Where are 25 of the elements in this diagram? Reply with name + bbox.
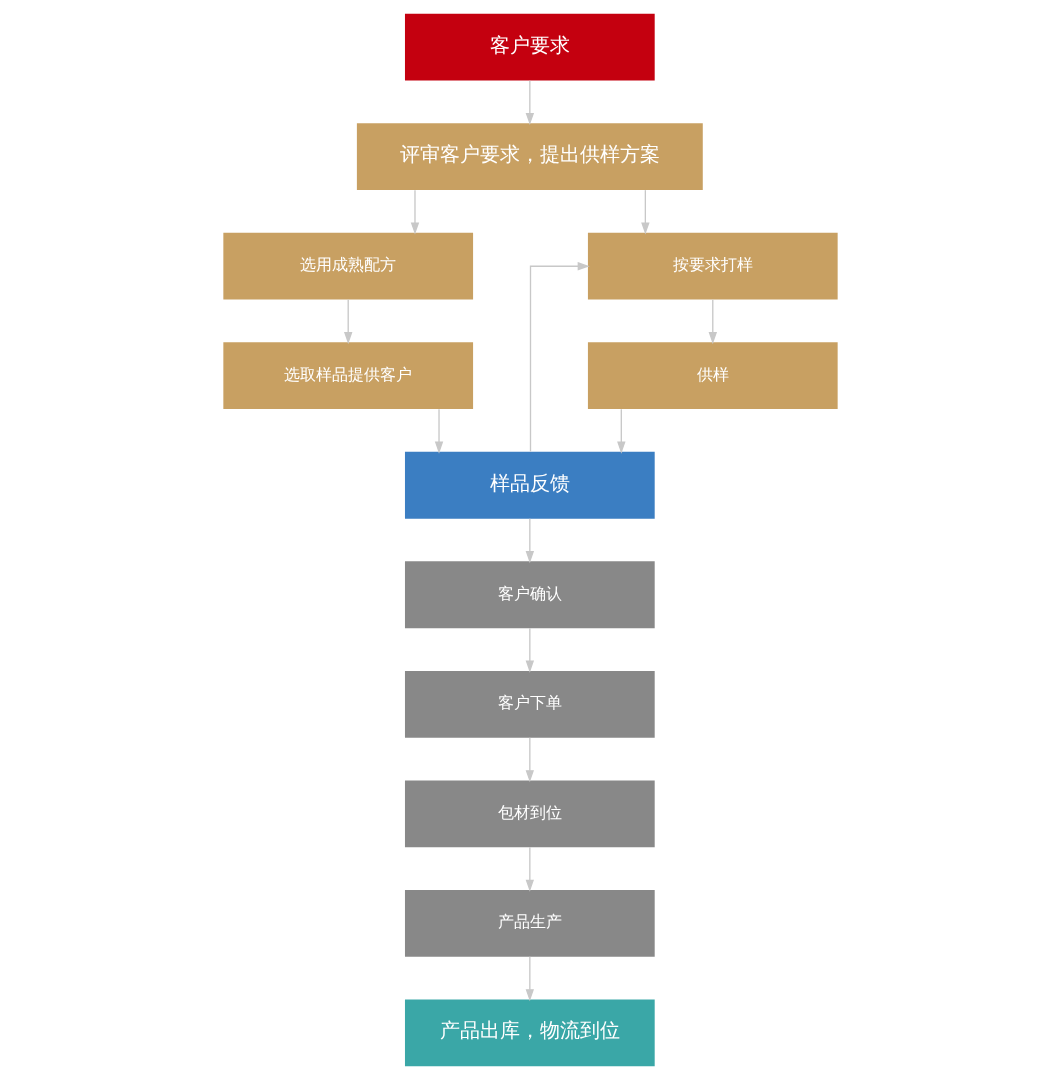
node-box: 产品生产	[404, 889, 655, 957]
arrow	[640, 189, 650, 235]
arrow	[529, 262, 590, 453]
node-box: 选用成熟配方	[222, 232, 473, 300]
node-box: 供样	[587, 342, 838, 410]
arrow	[616, 408, 626, 454]
node-box: 按要求打样	[587, 232, 838, 300]
arrow	[343, 299, 352, 345]
arrow	[525, 737, 534, 783]
arrow	[525, 956, 534, 1002]
node-box: 客户要求	[404, 13, 655, 81]
arrow	[434, 408, 443, 454]
node-box: 样品反馈	[404, 451, 655, 519]
node-box: 评审客户要求，提出供样方案	[356, 123, 703, 191]
arrow	[525, 627, 534, 673]
node-box: 选取样品提供客户	[222, 342, 473, 410]
node-box: 客户下单	[404, 670, 655, 738]
node-box: 包材到位	[404, 780, 655, 848]
arrow	[410, 189, 419, 235]
arrow	[525, 846, 534, 892]
node-box: 产品出库，物流到位	[404, 999, 655, 1067]
node-box: 客户确认	[404, 561, 655, 629]
arrow	[708, 299, 717, 345]
arrow	[525, 518, 534, 564]
arrow	[525, 80, 534, 126]
